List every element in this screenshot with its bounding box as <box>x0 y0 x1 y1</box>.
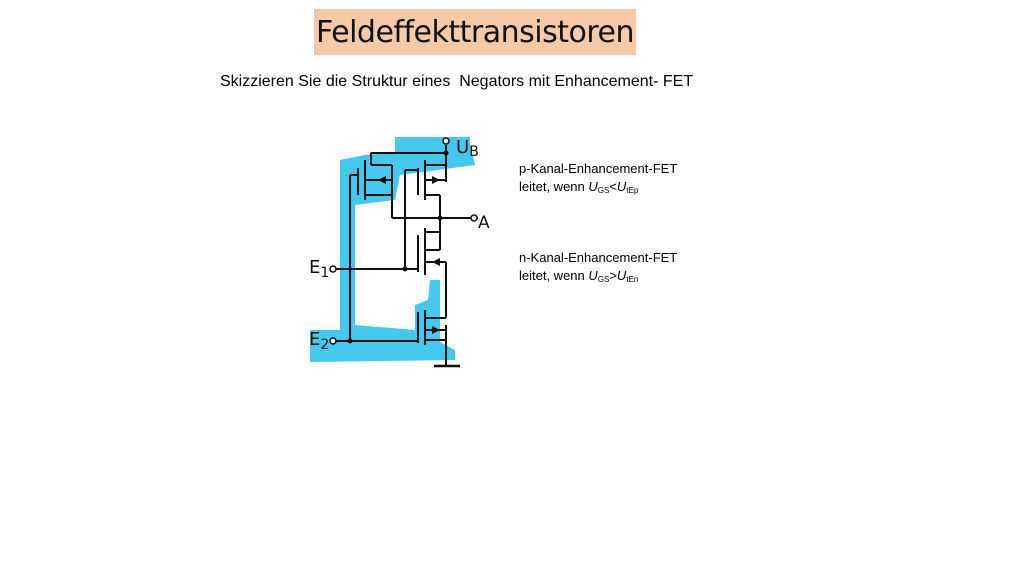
n-channel-condition: leitet, wenn UGS>UtEn <box>519 268 639 284</box>
p-channel-title: p-Kanal-Enhancement-FET <box>519 161 678 176</box>
supply-terminal <box>442 137 450 145</box>
circuit-labels: UB A E1 E2 <box>309 137 490 353</box>
task-text: Skizzieren Sie die Struktur eines Negato… <box>220 73 694 90</box>
supply-label: UB <box>456 137 479 160</box>
output-label: A <box>478 213 490 233</box>
highlight-marker <box>310 137 475 362</box>
terminals <box>329 137 478 345</box>
input1-terminal <box>329 265 337 273</box>
input1-label: E1 <box>309 257 329 281</box>
output-terminal <box>470 214 478 222</box>
n-channel-title: n-Kanal-Enhancement-FET <box>519 250 678 265</box>
p-channel-note: p-Kanal-Enhancement-FET leitet, wenn UGS… <box>519 160 677 200</box>
n-channel-note: n-Kanal-Enhancement-FET leitet, wenn UGS… <box>519 249 677 289</box>
p-channel-condition: leitet, wenn UGS<UtEp <box>519 179 639 195</box>
input2-terminal <box>329 337 337 345</box>
input2-label: E2 <box>309 329 329 353</box>
arrows <box>378 176 440 334</box>
slide-title: Feldeffekttransistoren <box>314 9 636 55</box>
junctions <box>347 150 449 344</box>
wiring <box>333 145 478 368</box>
